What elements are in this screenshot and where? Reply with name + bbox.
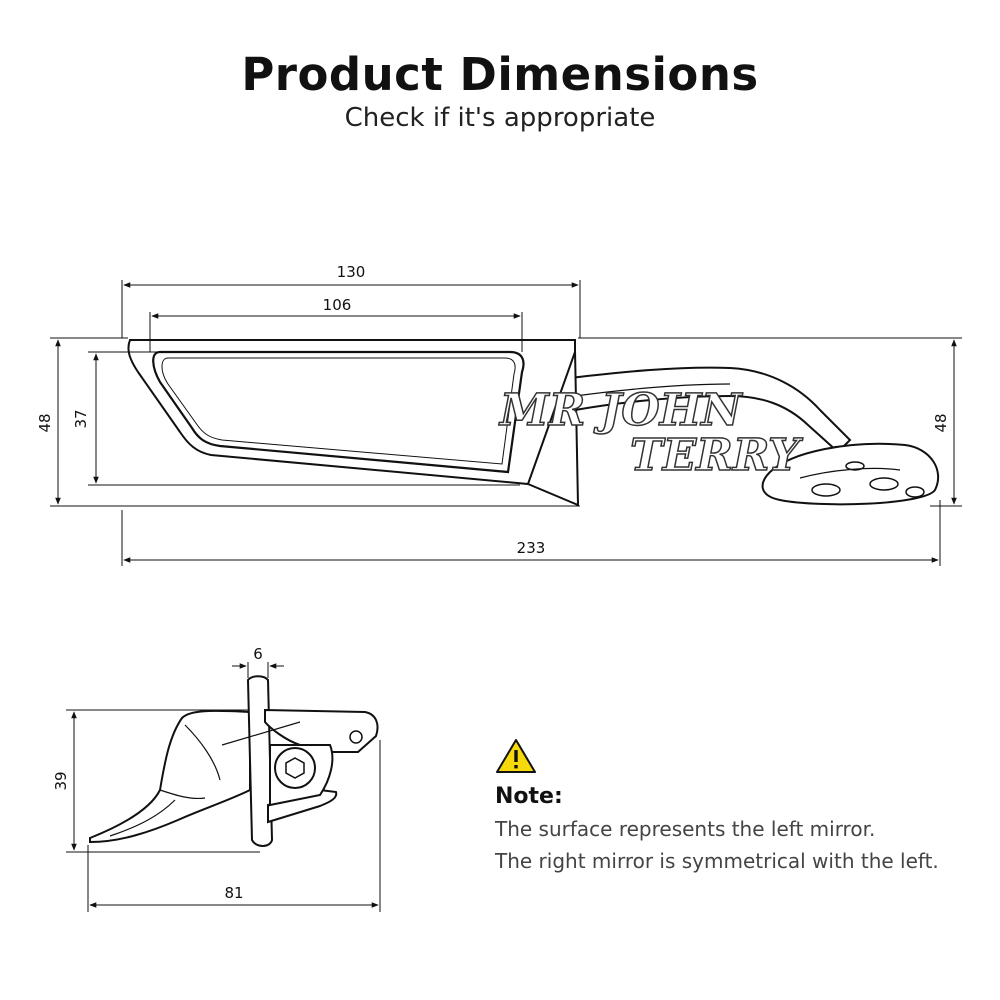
dimension-37 <box>88 351 520 486</box>
dimension-label-39: 39 <box>52 771 70 790</box>
dimension-label-right-48: 48 <box>932 413 950 432</box>
dimension-233 <box>121 500 941 566</box>
page-subtitle: Check if it's appropriate <box>344 103 656 133</box>
page-title: Product Dimensions <box>241 48 759 101</box>
note-box: Note: The surface represents the left mi… <box>495 738 985 873</box>
dimension-label-130: 130 <box>337 263 366 281</box>
dimension-label-233: 233 <box>517 539 546 557</box>
note-line-1: The surface represents the left mirror. <box>495 817 876 841</box>
dimension-81 <box>87 740 381 912</box>
dimension-label-left-48: 48 <box>36 413 54 432</box>
dimension-label-106: 106 <box>323 296 352 314</box>
dimension-106 <box>149 312 523 352</box>
dimension-label-81: 81 <box>224 884 243 902</box>
note-title: Note: <box>495 784 563 809</box>
watermark-line-2: TERRY <box>630 430 803 481</box>
mirror-top-view <box>127 339 940 507</box>
dimension-39 <box>66 709 260 853</box>
note-line-2: The right mirror is symmetrical with the… <box>495 849 939 873</box>
dimension-left-48 <box>50 337 580 507</box>
dimension-right-48 <box>578 337 962 507</box>
warning-triangle-icon <box>496 739 536 773</box>
watermark-line-1: MR JOHN <box>498 385 743 436</box>
dimension-label-37: 37 <box>72 409 90 428</box>
dimension-6 <box>232 662 284 678</box>
dimension-130 <box>121 280 581 338</box>
dimension-label-6: 6 <box>253 645 263 663</box>
mirror-side-view <box>89 675 379 847</box>
